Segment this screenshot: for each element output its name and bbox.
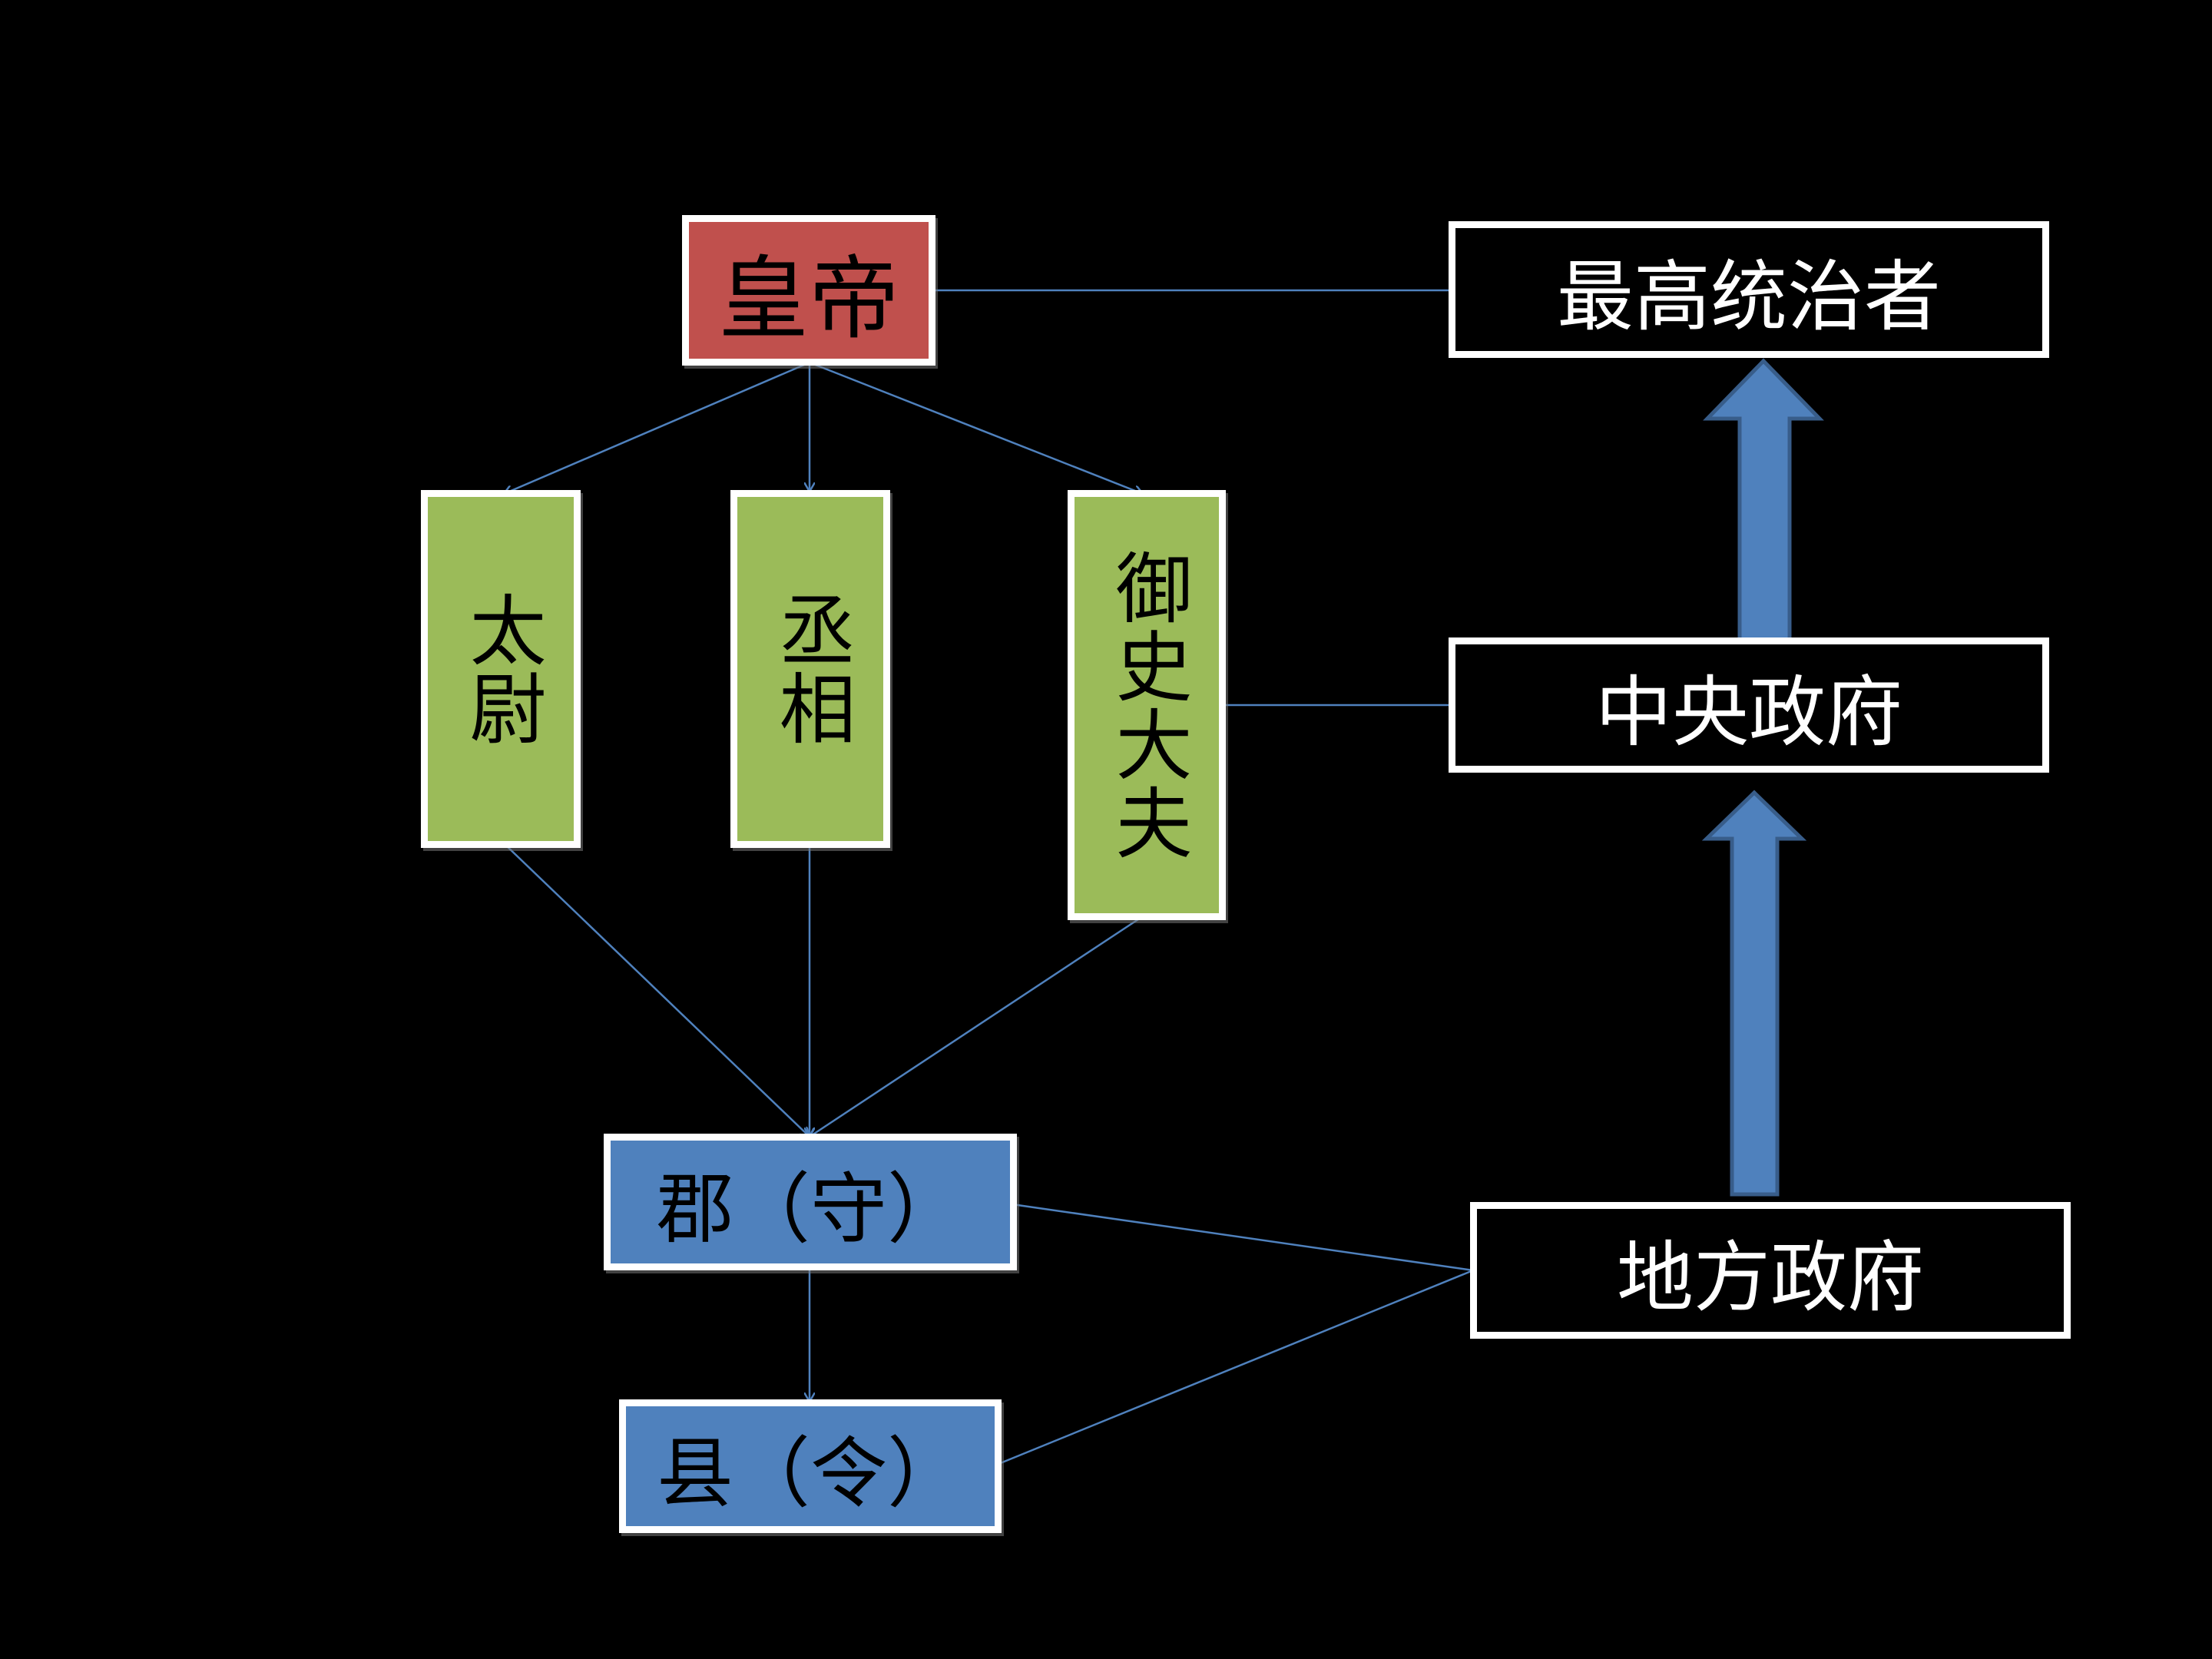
central-government-label: 中央政府: [1595, 667, 1902, 757]
local-government-box: 地方政府: [1470, 1202, 2071, 1339]
yushidafu-label: 御史大夫: [1102, 548, 1192, 862]
supreme-ruler-label: 最高统治者: [1557, 251, 1941, 342]
taiwei-box: 太尉: [421, 490, 581, 848]
local-government-label: 地方政府: [1617, 1232, 1924, 1323]
commandery-label: 郡（守）: [657, 1164, 964, 1254]
county-box: 县（令）: [619, 1399, 1002, 1533]
yushidafu-to-commandery-arrow: [810, 915, 1144, 1137]
up-arrow-local-to-central-icon: [1701, 790, 1807, 1197]
county-label: 县（令）: [657, 1428, 964, 1518]
commandery-to-local-line: [1012, 1203, 1474, 1272]
commandery-box: 郡（守）: [604, 1134, 1017, 1270]
emperor-to-yushidafu-arrow: [809, 361, 1143, 494]
county-to-local-line: [998, 1269, 1474, 1465]
chengxiang-box: 丞相: [730, 490, 890, 848]
taiwei-to-commandery-arrow: [503, 843, 810, 1137]
central-government-box: 中央政府: [1449, 637, 2049, 773]
supreme-ruler-box: 最高统治者: [1449, 221, 2049, 358]
emperor-box: 皇帝: [682, 215, 935, 366]
yushidafu-box: 御史大夫: [1068, 490, 1226, 920]
taiwei-label: 太尉: [456, 591, 546, 747]
emperor-to-taiwei-arrow: [504, 361, 810, 494]
up-arrow-central-to-supreme-icon: [1703, 358, 1824, 646]
emperor-label: 皇帝: [717, 245, 899, 352]
chengxiang-label: 丞相: [766, 591, 856, 747]
